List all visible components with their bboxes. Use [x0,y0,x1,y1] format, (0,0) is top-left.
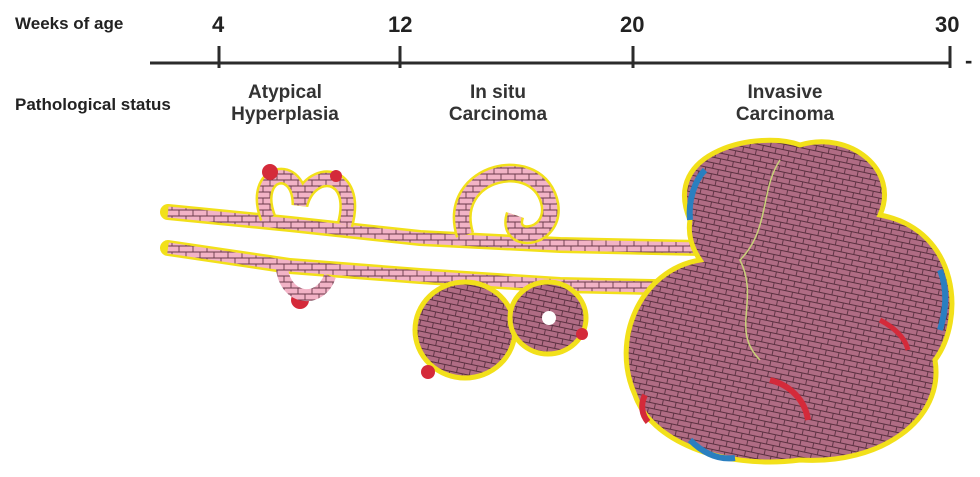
stage-label-hyperplasia: Atypical Hyperplasia [195,82,375,126]
tick-label-30: 30 [935,12,959,38]
stage-line2: Carcinoma [695,104,875,126]
stage-line2: Hyperplasia [195,104,375,126]
tick-label-20: 20 [620,12,644,38]
stage-line1: Invasive [695,82,875,104]
weeks-of-age-label: Weeks of age [15,14,123,34]
pathological-status-label: Pathological status [15,95,171,115]
stage-label-in-situ: In situ Carcinoma [408,82,588,126]
stage-line1: Atypical [195,82,375,104]
trailing-mark: - [965,48,972,74]
tick-label-12: 12 [388,12,412,38]
duct-walls [168,212,700,288]
stage-line2: Carcinoma [408,104,588,126]
tick-label-4: 4 [212,12,224,38]
stage-label-invasive: Invasive Carcinoma [695,82,875,126]
stage-line1: In situ [408,82,588,104]
invasive-mass [626,140,952,462]
